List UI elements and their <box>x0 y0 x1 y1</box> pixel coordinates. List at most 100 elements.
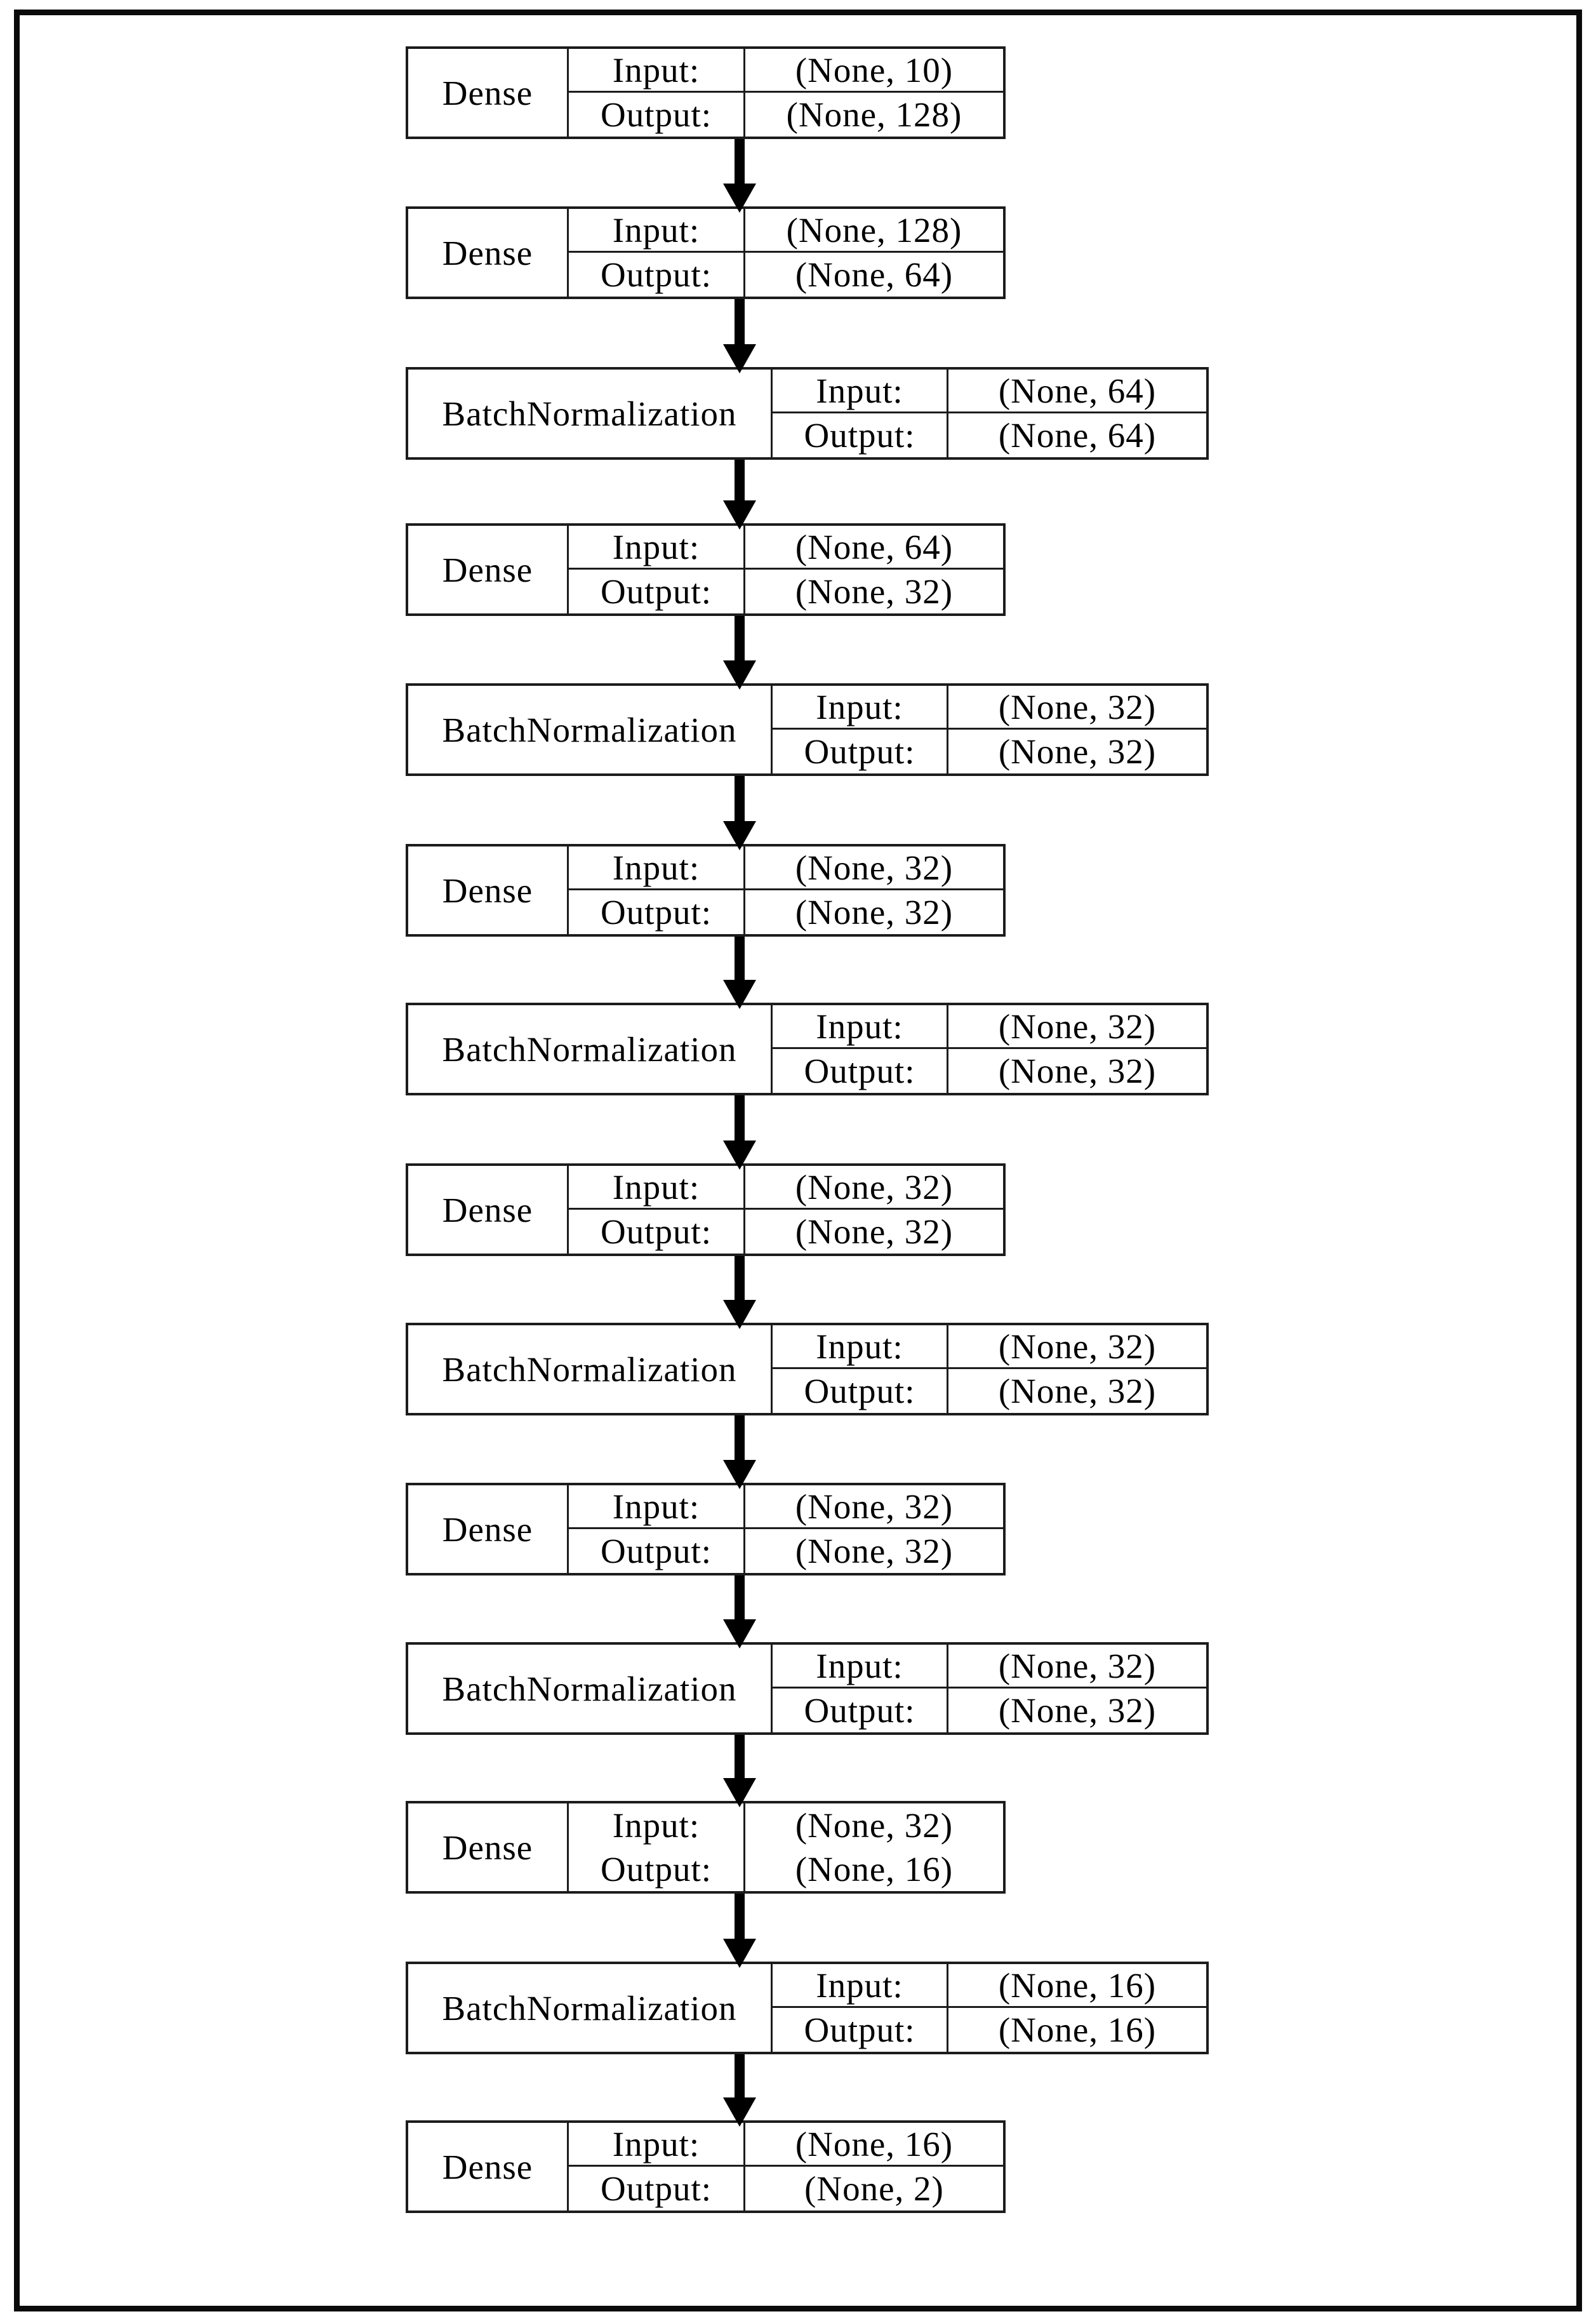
arrow-head <box>723 980 756 1009</box>
arrow-head <box>723 1939 756 1968</box>
arrow-shaft <box>735 937 745 981</box>
input-label: Input: <box>569 209 745 253</box>
layer-name: BatchNormalization <box>408 1005 773 1093</box>
output-label: Output: <box>773 730 948 773</box>
layer-block: Dense Input: (None, 32) Output: (None, 1… <box>406 1801 1006 1894</box>
arrow-shaft <box>735 139 745 185</box>
layer-block: BatchNormalization Input: (None, 32) Out… <box>406 683 1209 776</box>
arrow-shaft <box>735 1256 745 1301</box>
input-shape: (None, 16) <box>745 2123 1003 2167</box>
output-shape: (None, 32) <box>795 1532 954 1570</box>
input-label: Input: <box>773 686 948 730</box>
layer-block: Dense Input: (None, 32) Output: (None, 3… <box>406 1163 1006 1256</box>
arrow-shaft <box>735 616 745 662</box>
output-label: Output: <box>773 1049 948 1093</box>
arrow-shaft <box>735 2054 745 2099</box>
flow-arrow-down-icon <box>723 1095 756 1170</box>
input-shape: (None, 32) <box>745 846 1003 890</box>
layer-block: Dense Input: (None, 32) Output: (None, 3… <box>406 844 1006 937</box>
flow-arrow-down-icon <box>723 139 756 213</box>
layer-block: BatchNormalization Input: (None, 64) Out… <box>406 367 1209 460</box>
input-label: Input: <box>569 526 745 570</box>
input-label: Input: <box>773 1005 948 1049</box>
flow-arrow-down-icon <box>723 460 756 530</box>
input-label: Input: <box>773 1964 948 2008</box>
layer-block: Dense Input: (None, 32) Output: (None, 3… <box>406 1483 1006 1575</box>
output-label: Output: <box>569 1847 745 1891</box>
output-label: Output: <box>569 1210 745 1254</box>
arrow-head <box>723 1778 756 1807</box>
flow-arrow-down-icon <box>723 299 756 373</box>
layer-name: Dense <box>408 1803 569 1891</box>
layer-name: BatchNormalization <box>408 1645 773 1732</box>
layer-name: Dense <box>408 209 569 297</box>
arrow-head <box>723 2097 756 2127</box>
arrow-head <box>723 1140 756 1170</box>
output-label: Output: <box>569 93 745 137</box>
arrow-head <box>723 500 756 530</box>
arrow-shaft <box>735 1575 745 1621</box>
output-label: Output: <box>569 253 745 297</box>
layer-block: Dense Input: (None, 16) Output: (None, 2… <box>406 2120 1006 2213</box>
input-shape: (None, 64) <box>948 370 1206 413</box>
flow-arrow-down-icon <box>723 1415 756 1489</box>
output-shape: (None, 64) <box>998 416 1157 455</box>
arrow-head <box>723 1460 756 1489</box>
output-label: Output: <box>569 890 745 934</box>
output-shape: (None, 32) <box>795 1212 954 1251</box>
input-shape: (None, 32) <box>948 1005 1206 1049</box>
flow-arrow-down-icon <box>723 1894 756 1968</box>
layer-name: Dense <box>408 49 569 137</box>
output-shape: (None, 64) <box>795 255 954 294</box>
output-shape: (None, 32) <box>998 1691 1157 1730</box>
output-shape: (None, 16) <box>795 1850 954 1889</box>
flow-arrow-down-icon <box>723 776 756 850</box>
layer-name: Dense <box>408 846 569 934</box>
layer-block: BatchNormalization Input: (None, 32) Out… <box>406 1323 1209 1415</box>
arrow-shaft <box>735 1415 745 1461</box>
input-shape: (None, 32) <box>745 1485 1003 1529</box>
input-shape: (None, 16) <box>948 1964 1206 2008</box>
output-shape: (None, 128) <box>786 95 962 134</box>
output-label: Output: <box>773 2008 948 2052</box>
arrow-shaft <box>735 1735 745 1779</box>
input-shape: (None, 32) <box>745 1166 1003 1210</box>
output-shape: (None, 32) <box>998 1372 1157 1410</box>
layer-name: Dense <box>408 1166 569 1254</box>
input-label: Input: <box>773 370 948 413</box>
input-label: Input: <box>773 1645 948 1689</box>
arrow-shaft <box>735 460 745 502</box>
output-shape: (None, 32) <box>998 1052 1157 1090</box>
layer-block: Dense Input: (None, 64) Output: (None, 3… <box>406 523 1006 616</box>
layer-block: BatchNormalization Input: (None, 32) Out… <box>406 1642 1209 1735</box>
output-label: Output: <box>773 413 948 457</box>
layer-block: Dense Input: (None, 128) Output: (None, … <box>406 206 1006 299</box>
input-shape: (None, 64) <box>745 526 1003 570</box>
layer-block: BatchNormalization Input: (None, 16) Out… <box>406 1962 1209 2054</box>
output-label: Output: <box>569 2167 745 2211</box>
arrow-head <box>723 1619 756 1649</box>
input-label: Input: <box>569 1485 745 1529</box>
arrow-head <box>723 1300 756 1329</box>
flow-arrow-down-icon <box>723 1256 756 1329</box>
flow-arrow-down-icon <box>723 937 756 1009</box>
arrow-shaft <box>735 1894 745 1940</box>
input-shape: (None, 32) <box>948 686 1206 730</box>
layer-name: BatchNormalization <box>408 370 773 457</box>
output-label: Output: <box>773 1689 948 1732</box>
layer-name: Dense <box>408 2123 569 2211</box>
diagram-outer-border <box>14 10 1582 2311</box>
arrow-head <box>723 344 756 373</box>
flow-arrow-down-icon <box>723 1575 756 1649</box>
input-shape: (None, 32) <box>795 1806 954 1845</box>
input-label: Input: <box>773 1325 948 1369</box>
output-label: Output: <box>569 570 745 613</box>
arrow-shaft <box>735 776 745 822</box>
layer-name: BatchNormalization <box>408 1964 773 2052</box>
input-label: Input: <box>569 49 745 93</box>
output-shape: (None, 32) <box>795 572 954 611</box>
arrow-shaft <box>735 299 745 345</box>
input-label: Input: <box>569 1803 745 1847</box>
input-shape: (None, 32) <box>948 1645 1206 1689</box>
